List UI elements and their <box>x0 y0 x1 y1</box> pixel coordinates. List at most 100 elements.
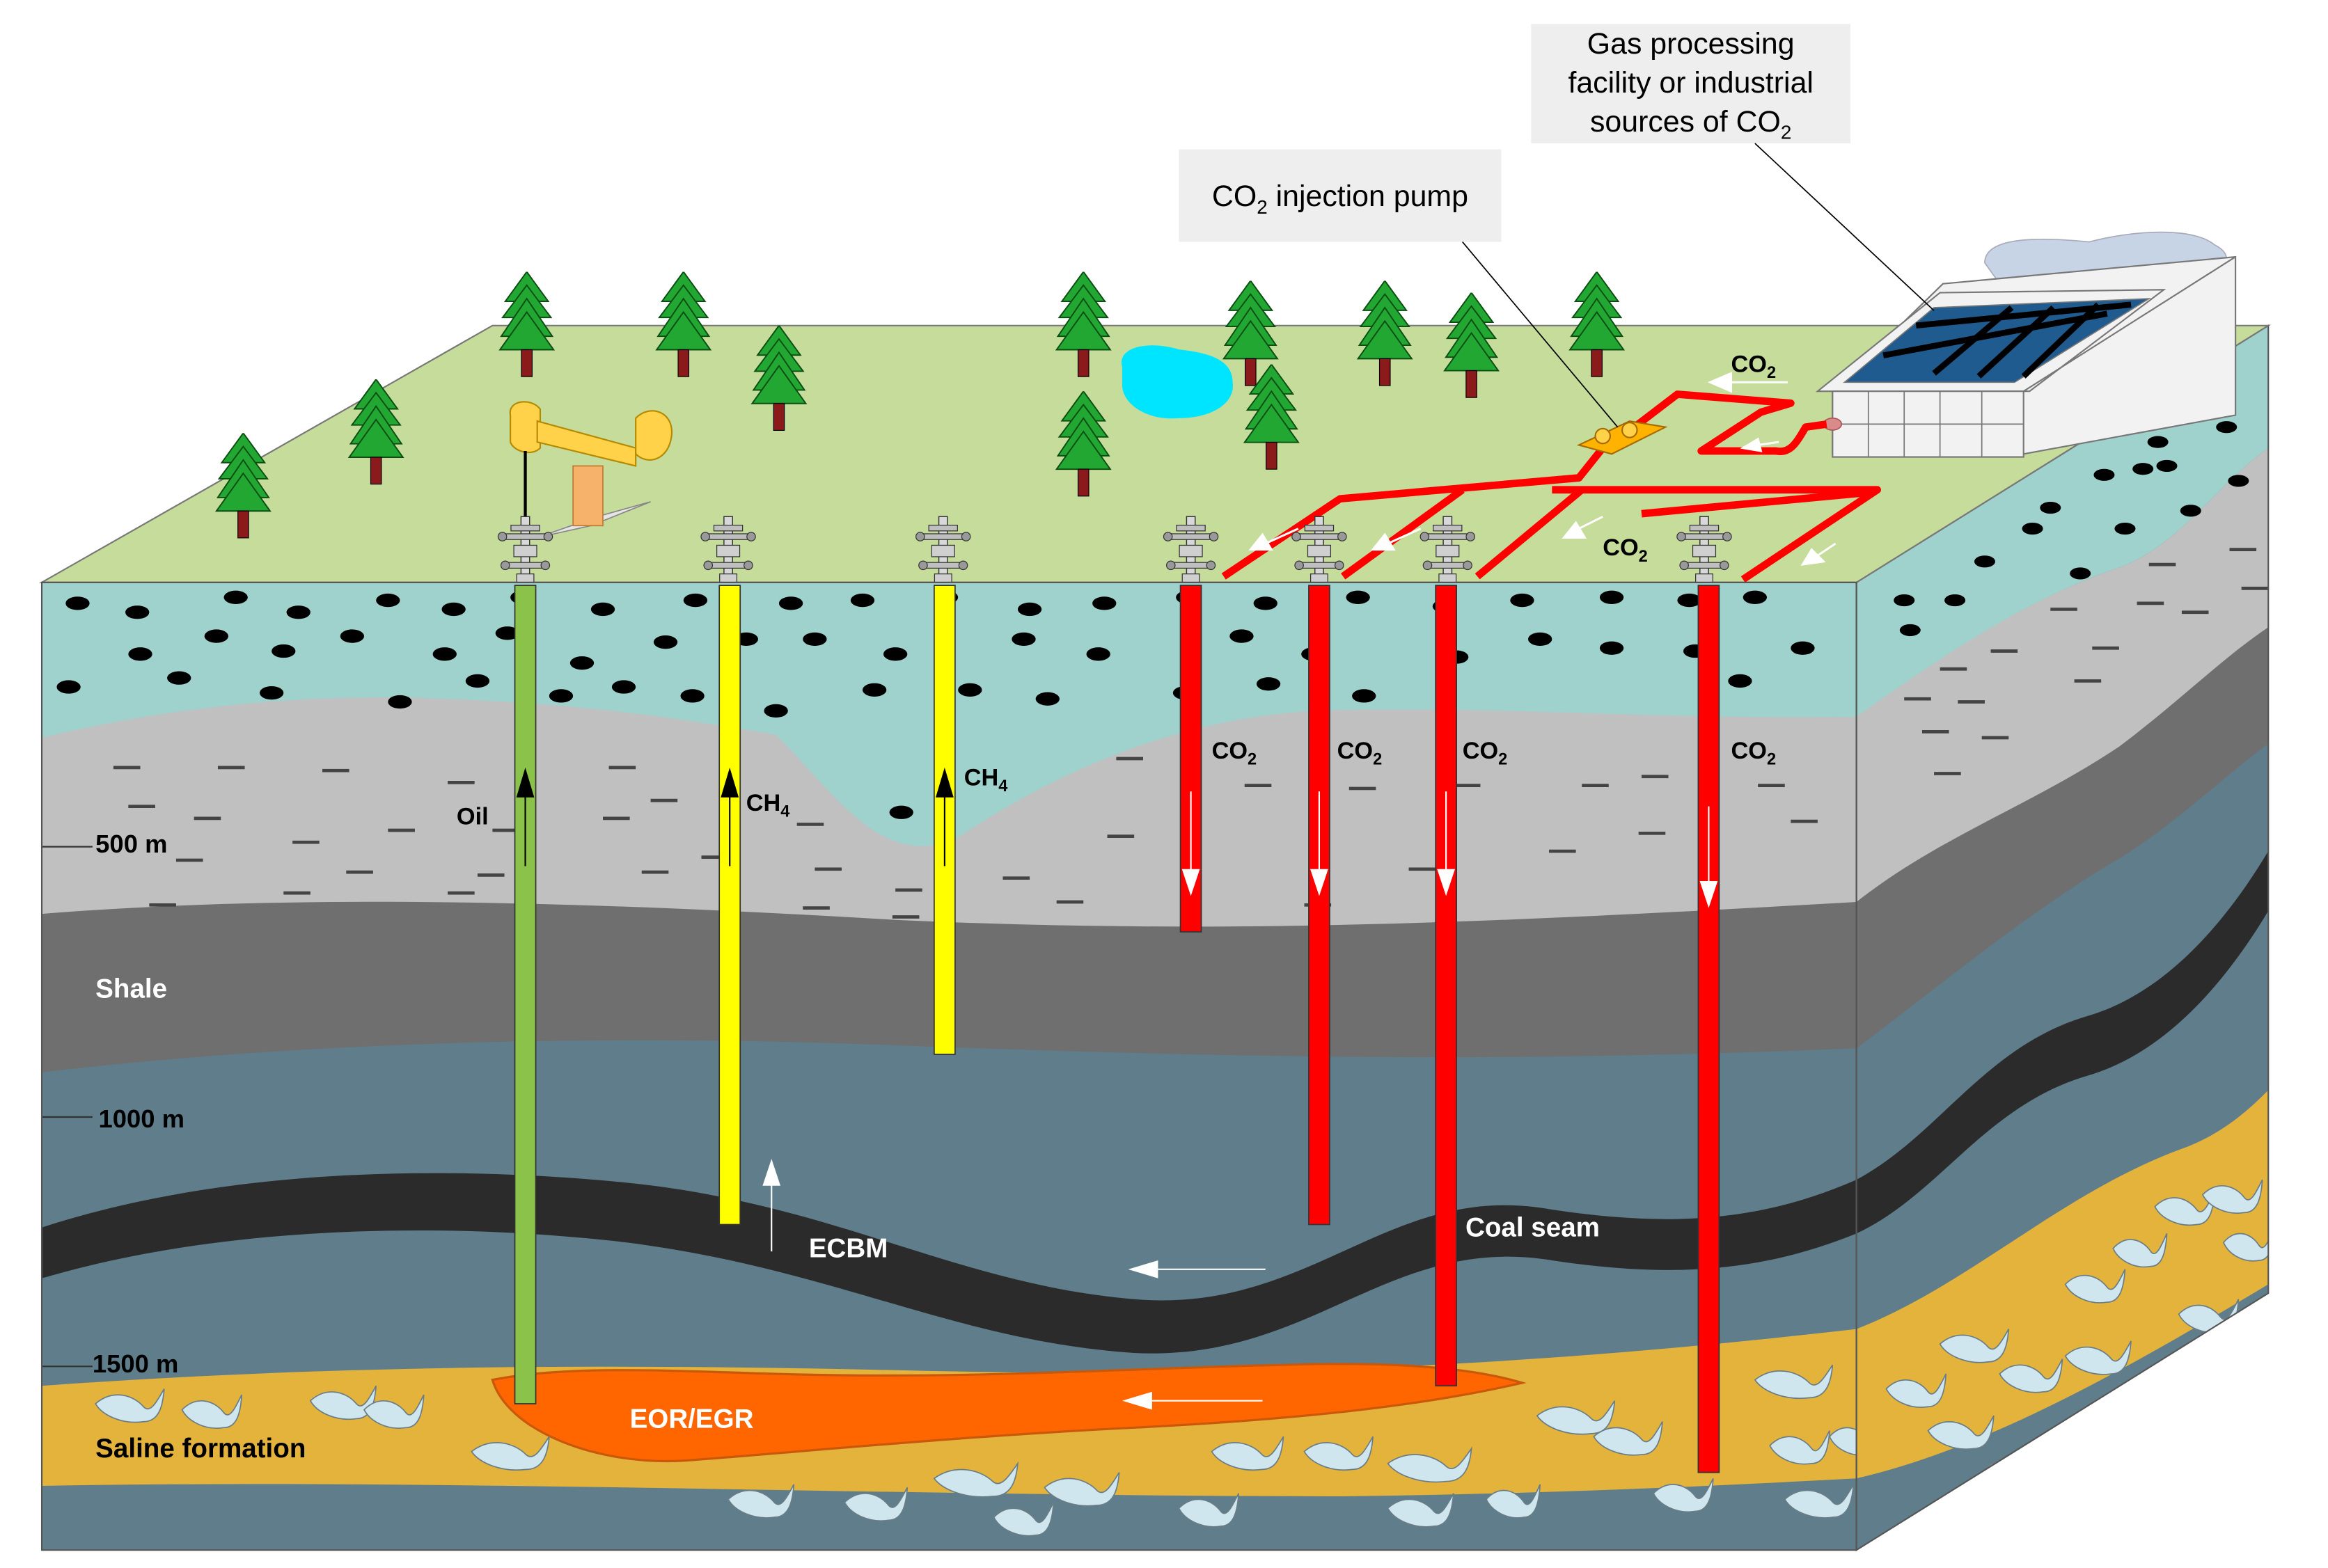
ch4-well-ecbm <box>718 585 741 1226</box>
pebble <box>2228 475 2249 487</box>
callout-injection-pump: CO2 injection pump <box>1179 149 1619 428</box>
pebble <box>1253 596 1277 610</box>
saline-lens <box>1593 1421 1663 1456</box>
pebble <box>272 644 296 658</box>
callout-pump-text: CO2 injection pump <box>1212 180 1468 218</box>
pebble <box>128 647 152 661</box>
pebble <box>465 674 490 688</box>
pebble <box>1086 647 1110 661</box>
pebble <box>683 593 708 608</box>
saline-lens <box>1653 1478 1714 1513</box>
pebble <box>1599 590 1624 604</box>
wells <box>514 585 1720 1473</box>
pebble <box>1510 593 1534 608</box>
pebble <box>1012 632 1036 647</box>
pebble <box>1894 594 1915 607</box>
saline-lens <box>1885 1373 1947 1408</box>
pebble <box>167 671 191 685</box>
saline-lens <box>1754 1364 1834 1400</box>
side-coal <box>1856 851 2269 1234</box>
layer-deep-band <box>42 1478 1857 1551</box>
side-deep-bottom <box>1856 1284 2269 1551</box>
pebble <box>1035 692 1060 706</box>
depth-markers <box>42 846 93 1368</box>
saline-lens <box>2201 1179 2263 1214</box>
pebble <box>2156 459 2178 473</box>
label-co2-pipe-facility: CO2 <box>1731 351 1777 381</box>
surface-flow-arrows <box>1248 372 1837 567</box>
pebble <box>850 593 875 608</box>
saline-lens <box>1387 1446 1472 1483</box>
label-eor-egr: EOR/EGR <box>630 1404 754 1434</box>
callout-facility-line3: sources of CO2 <box>1590 105 1791 143</box>
pebble <box>340 629 365 643</box>
pump-jack-icon <box>509 401 673 539</box>
label-co2-well-1: CO2 <box>1212 738 1257 768</box>
label-oil: Oil <box>457 803 489 830</box>
pebble <box>1352 689 1376 703</box>
pebble <box>376 593 400 608</box>
saline-lens <box>993 1502 1055 1537</box>
saline-lens <box>1303 1436 1374 1471</box>
saline-lens <box>1784 1484 1855 1519</box>
pebble <box>889 805 913 819</box>
pebble <box>2132 463 2154 475</box>
pebble <box>1899 624 1921 637</box>
layer-coal-seam <box>42 1173 1857 1354</box>
pebble <box>1528 632 1552 647</box>
pebble <box>549 689 574 703</box>
label-ch4-1: CH4 <box>746 790 790 821</box>
pebble <box>2180 505 2201 517</box>
saline-lens <box>1999 1359 2063 1393</box>
pebble <box>569 656 595 670</box>
saline-lens <box>1927 1415 1995 1450</box>
well-flow-arrows <box>516 767 1718 1410</box>
pebble <box>1677 593 1701 608</box>
saline-lens <box>95 1388 165 1423</box>
pebble <box>2147 436 2169 448</box>
side-shale <box>1856 627 2269 1049</box>
pebble <box>778 596 803 610</box>
oil-well <box>514 585 537 1404</box>
saline-lens <box>844 1487 909 1522</box>
saline-lens <box>1829 1427 1857 1456</box>
pebble <box>388 695 412 709</box>
pebble <box>125 605 150 619</box>
pebble <box>1791 641 1815 655</box>
callout-facility-line2: facility or industrial <box>1568 66 1813 100</box>
callout-facility: Gas processing facility or industrial so… <box>1531 24 1935 311</box>
label-ch4-2: CH4 <box>964 765 1008 795</box>
co2-well-2 <box>1308 585 1330 1226</box>
co2-well-3 <box>1435 585 1458 1387</box>
pebble <box>680 689 705 703</box>
pebble <box>1944 594 1966 607</box>
pebble <box>2070 567 2091 580</box>
co2-well-4 <box>1697 585 1720 1473</box>
pebble <box>862 683 887 697</box>
pebble <box>2216 421 2237 434</box>
pebble <box>223 590 248 604</box>
gas-processing-facility <box>1815 231 2237 458</box>
depth-label-500: 500 m <box>95 830 167 858</box>
pebble <box>495 626 519 640</box>
pebble <box>1728 674 1752 688</box>
pebble <box>2093 468 2115 481</box>
saline-lens <box>2064 1269 2126 1304</box>
pebble <box>958 683 982 697</box>
saline-lens <box>1178 1493 1240 1528</box>
pebble <box>590 602 615 617</box>
pebble <box>2114 523 2136 535</box>
lake <box>1121 345 1233 419</box>
layer-sandstone <box>42 694 1857 927</box>
saline-lens <box>933 1461 1019 1498</box>
saline-lens <box>1536 1400 1616 1435</box>
pebble <box>432 647 457 661</box>
label-co2-pipe-main: CO2 <box>1603 534 1648 565</box>
pebble <box>2040 501 2061 514</box>
pebble <box>803 632 827 647</box>
callout-facility-line1: Gas processing <box>1587 27 1795 61</box>
layer-label-shale: Shale <box>95 974 167 1004</box>
pebble <box>883 647 908 661</box>
saline-lens <box>1211 1436 1284 1471</box>
pebble <box>441 602 466 617</box>
